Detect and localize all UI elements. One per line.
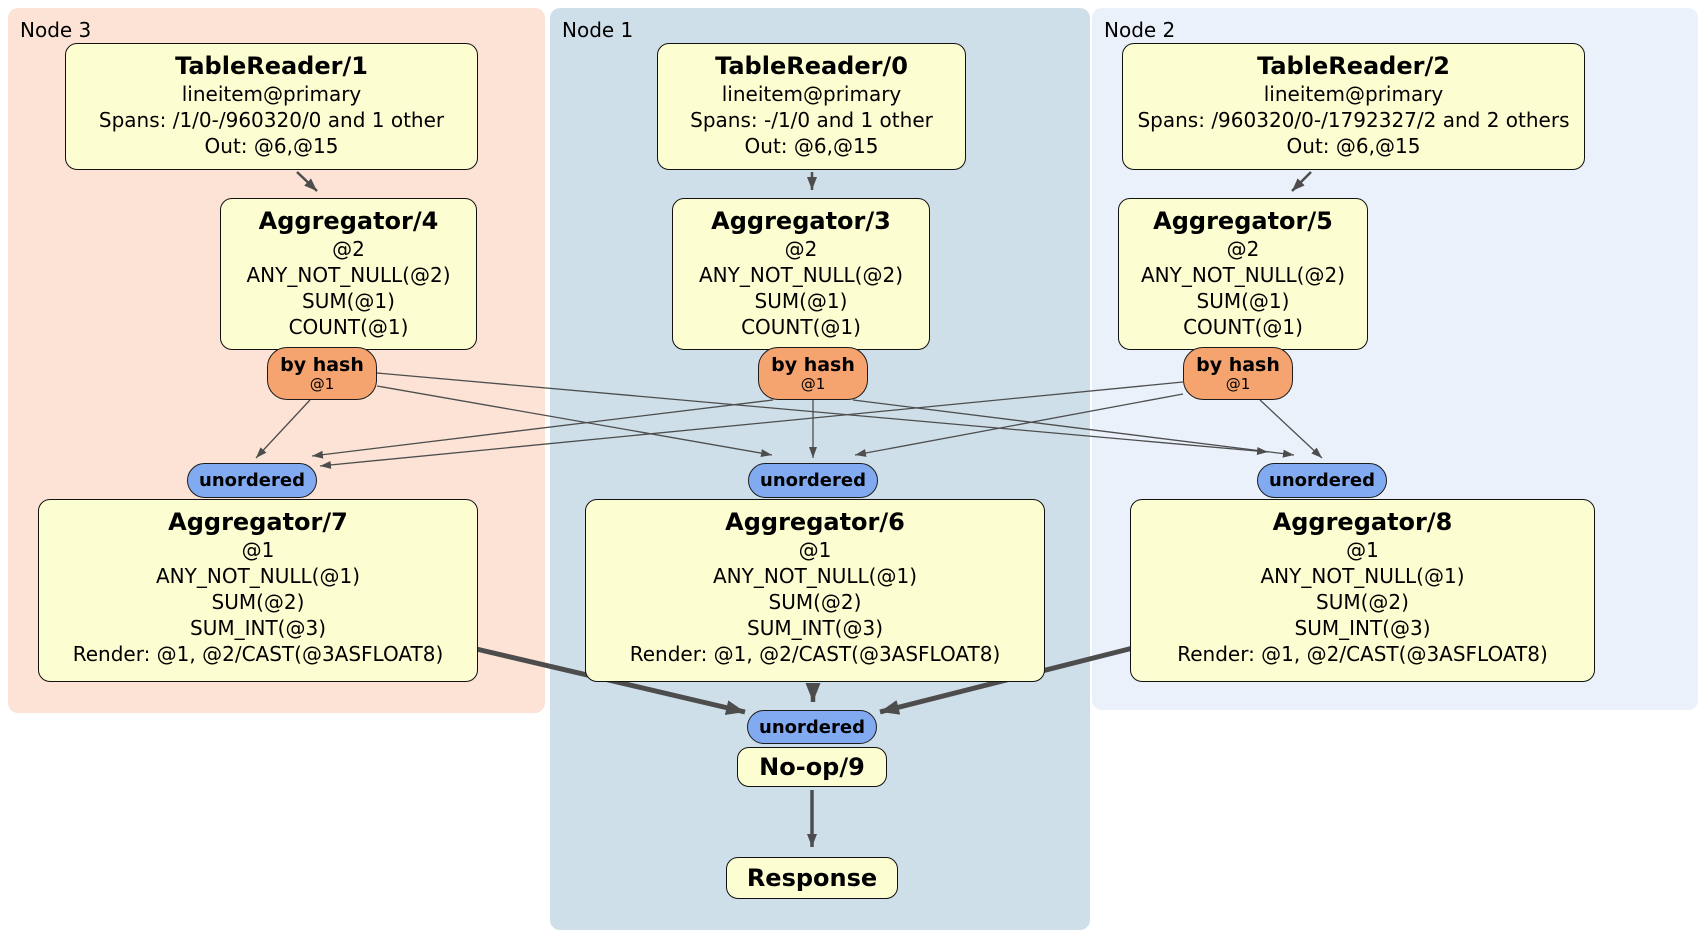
stream-label: unordered (1269, 470, 1375, 491)
node-groupcols: @1 (1346, 538, 1379, 562)
stream-label: unordered (759, 716, 865, 738)
panel-node-1-label: Node 1 (562, 18, 634, 42)
panel-node-3-label: Node 3 (20, 18, 92, 42)
node-title: TableReader/0 (715, 52, 908, 80)
router-label: by hash (280, 354, 364, 376)
node-render: Render: @1, @2/CAST(@3ASFLOAT8) (72, 642, 444, 666)
edge-tr2-agg5 (1291, 171, 1312, 192)
node-expr: ANY_NOT_NULL(@2) (699, 263, 903, 287)
stream-unordered-agg8: unordered (1257, 463, 1387, 498)
node-expr: COUNT(@1) (1183, 315, 1303, 339)
node-aggregator-3: Aggregator/3 @2 ANY_NOT_NULL(@2) SUM(@1)… (672, 198, 930, 350)
edge-hash5-un6 (854, 393, 1184, 457)
node-title: No-op/9 (759, 753, 865, 781)
node-title: Aggregator/3 (711, 207, 891, 235)
router-key: @1 (800, 375, 826, 393)
node-spans: Spans: -/1/0 and 1 other (690, 108, 933, 132)
node-expr: SUM(@2) (1316, 590, 1409, 614)
node-title: Aggregator/7 (168, 508, 348, 536)
edge-hash4-un6 (376, 385, 773, 458)
stream-unordered-agg6: unordered (748, 463, 878, 498)
node-aggregator-8: Aggregator/8 @1 ANY_NOT_NULL(@1) SUM(@2)… (1130, 499, 1595, 682)
stream-label: unordered (760, 470, 866, 491)
node-aggregator-6: Aggregator/6 @1 ANY_NOT_NULL(@1) SUM(@2)… (585, 499, 1045, 682)
node-groupcols: @1 (798, 538, 832, 562)
node-title: Aggregator/4 (258, 207, 439, 235)
edge-hash4-un7 (255, 399, 311, 459)
node-expr: ANY_NOT_NULL(@1) (713, 564, 917, 588)
node-noop-9: No-op/9 (737, 747, 887, 787)
edge-hash5-un8 (1259, 399, 1323, 459)
node-tablereader-0: TableReader/0 lineitem@primary Spans: -/… (657, 43, 966, 170)
node-render: Render: @1, @2/CAST(@3ASFLOAT8) (629, 642, 1001, 666)
router-by-hash-agg3: by hash @1 (758, 347, 868, 400)
node-groupcols: @2 (332, 237, 365, 261)
node-expr: ANY_NOT_NULL(@2) (1141, 263, 1345, 287)
node-title: Aggregator/5 (1153, 207, 1333, 235)
node-render: Render: @1, @2/CAST(@3ASFLOAT8) (1177, 642, 1548, 666)
router-key: @1 (1225, 375, 1251, 393)
node-aggregator-7: Aggregator/7 @1 ANY_NOT_NULL(@1) SUM(@2)… (38, 499, 478, 682)
panel-node-2-label: Node 2 (1104, 18, 1176, 42)
node-tablereader-1: TableReader/1 lineitem@primary Spans: /1… (65, 43, 478, 170)
router-label: by hash (1196, 354, 1280, 376)
node-aggregator-5: Aggregator/5 @2 ANY_NOT_NULL(@2) SUM(@1)… (1118, 198, 1368, 350)
edge-hash4-un8 (376, 372, 1269, 456)
edge-hash3-un7 (311, 399, 774, 459)
stream-unordered-noop: unordered (747, 710, 877, 744)
node-expr: ANY_NOT_NULL(@1) (1260, 564, 1465, 588)
node-expr: SUM(@1) (754, 289, 848, 313)
node-out: Out: @6,@15 (1286, 134, 1421, 158)
node-index: lineitem@primary (1263, 82, 1444, 106)
node-title: Aggregator/8 (1272, 508, 1453, 536)
node-index: lineitem@primary (721, 82, 902, 106)
node-expr: SUM_INT(@3) (1294, 616, 1431, 640)
stream-label: unordered (199, 470, 305, 491)
node-out: Out: @6,@15 (744, 134, 879, 158)
node-expr: SUM_INT(@3) (190, 616, 326, 640)
node-title: Aggregator/6 (725, 508, 905, 536)
node-tablereader-2: TableReader/2 lineitem@primary Spans: /9… (1122, 43, 1585, 170)
node-title: TableReader/2 (1257, 52, 1450, 80)
node-spans: Spans: /960320/0-/1792327/2 and 2 others (1137, 108, 1570, 132)
stream-unordered-agg7: unordered (187, 463, 317, 498)
router-by-hash-agg5: by hash @1 (1183, 347, 1293, 400)
node-expr: SUM(@2) (768, 590, 862, 614)
node-groupcols: @2 (1226, 237, 1260, 261)
router-by-hash-agg4: by hash @1 (267, 347, 377, 400)
node-expr: ANY_NOT_NULL(@1) (156, 564, 360, 588)
node-spans: Spans: /1/0-/960320/0 and 1 other (98, 108, 445, 132)
node-title: Response (746, 864, 878, 892)
node-expr: SUM(@1) (302, 289, 395, 313)
node-title: TableReader/1 (175, 52, 368, 80)
node-out: Out: @6,@15 (204, 134, 339, 158)
edge-hash5-un7 (319, 381, 1184, 469)
node-expr: COUNT(@1) (288, 315, 409, 339)
edge-tr1-agg4 (296, 171, 318, 192)
node-response: Response (726, 857, 898, 899)
edge-hash3-un8 (852, 399, 1295, 458)
node-expr: SUM(@2) (211, 590, 305, 614)
node-expr: ANY_NOT_NULL(@2) (246, 263, 451, 287)
node-groupcols: @1 (241, 538, 275, 562)
node-expr: COUNT(@1) (741, 315, 861, 339)
node-expr: SUM_INT(@3) (747, 616, 883, 640)
node-expr: SUM(@1) (1196, 289, 1290, 313)
node-aggregator-4: Aggregator/4 @2 ANY_NOT_NULL(@2) SUM(@1)… (220, 198, 477, 350)
node-index: lineitem@primary (181, 82, 362, 106)
node-groupcols: @2 (784, 237, 818, 261)
router-key: @1 (309, 375, 335, 393)
router-label: by hash (771, 354, 855, 376)
